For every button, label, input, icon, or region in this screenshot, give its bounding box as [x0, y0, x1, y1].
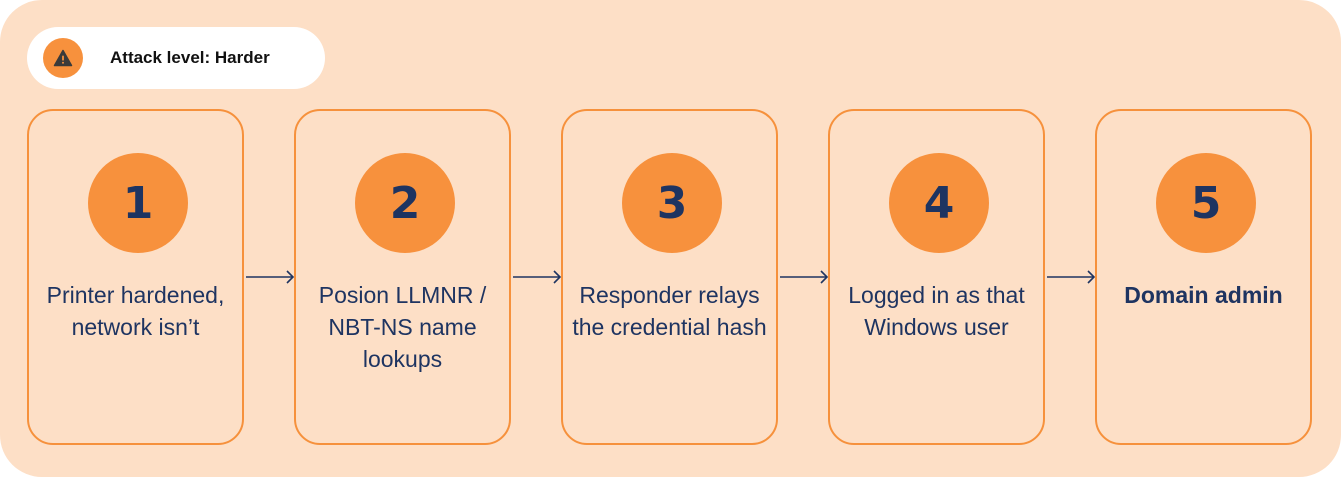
step-number: 1	[88, 153, 188, 253]
step-card-5: 5 Domain admin	[1095, 109, 1312, 445]
attack-level-label: Attack level: Harder	[110, 48, 270, 67]
attack-level-badge: Attack level: Harder	[27, 27, 325, 89]
step-card-4: 4 Logged in as that Windows user	[828, 109, 1045, 445]
step-description: Printer hardened, network isn’t	[46, 282, 225, 340]
step-card-3: 3 Responder relays the credential hash	[561, 109, 778, 445]
warning-icon	[43, 38, 83, 78]
step-description: Posion LLMNR / NBT-NS name lookups	[318, 282, 487, 372]
step-number: 2	[355, 153, 455, 253]
arrow-right-icon	[1047, 270, 1096, 284]
arrow-right-icon	[513, 270, 562, 284]
arrow-right-icon	[780, 270, 829, 284]
step-description: Domain admin	[1124, 282, 1283, 308]
step-description: Logged in as that Windows user	[848, 282, 1025, 340]
step-number: 4	[889, 153, 989, 253]
arrow-right-icon	[246, 270, 295, 284]
step-number: 5	[1156, 153, 1256, 253]
step-card-2: 2 Posion LLMNR / NBT-NS name lookups	[294, 109, 511, 445]
step-card-1: 1 Printer hardened, network isn’t	[27, 109, 244, 445]
step-description: Responder relays the credential hash	[572, 282, 767, 340]
step-number: 3	[622, 153, 722, 253]
